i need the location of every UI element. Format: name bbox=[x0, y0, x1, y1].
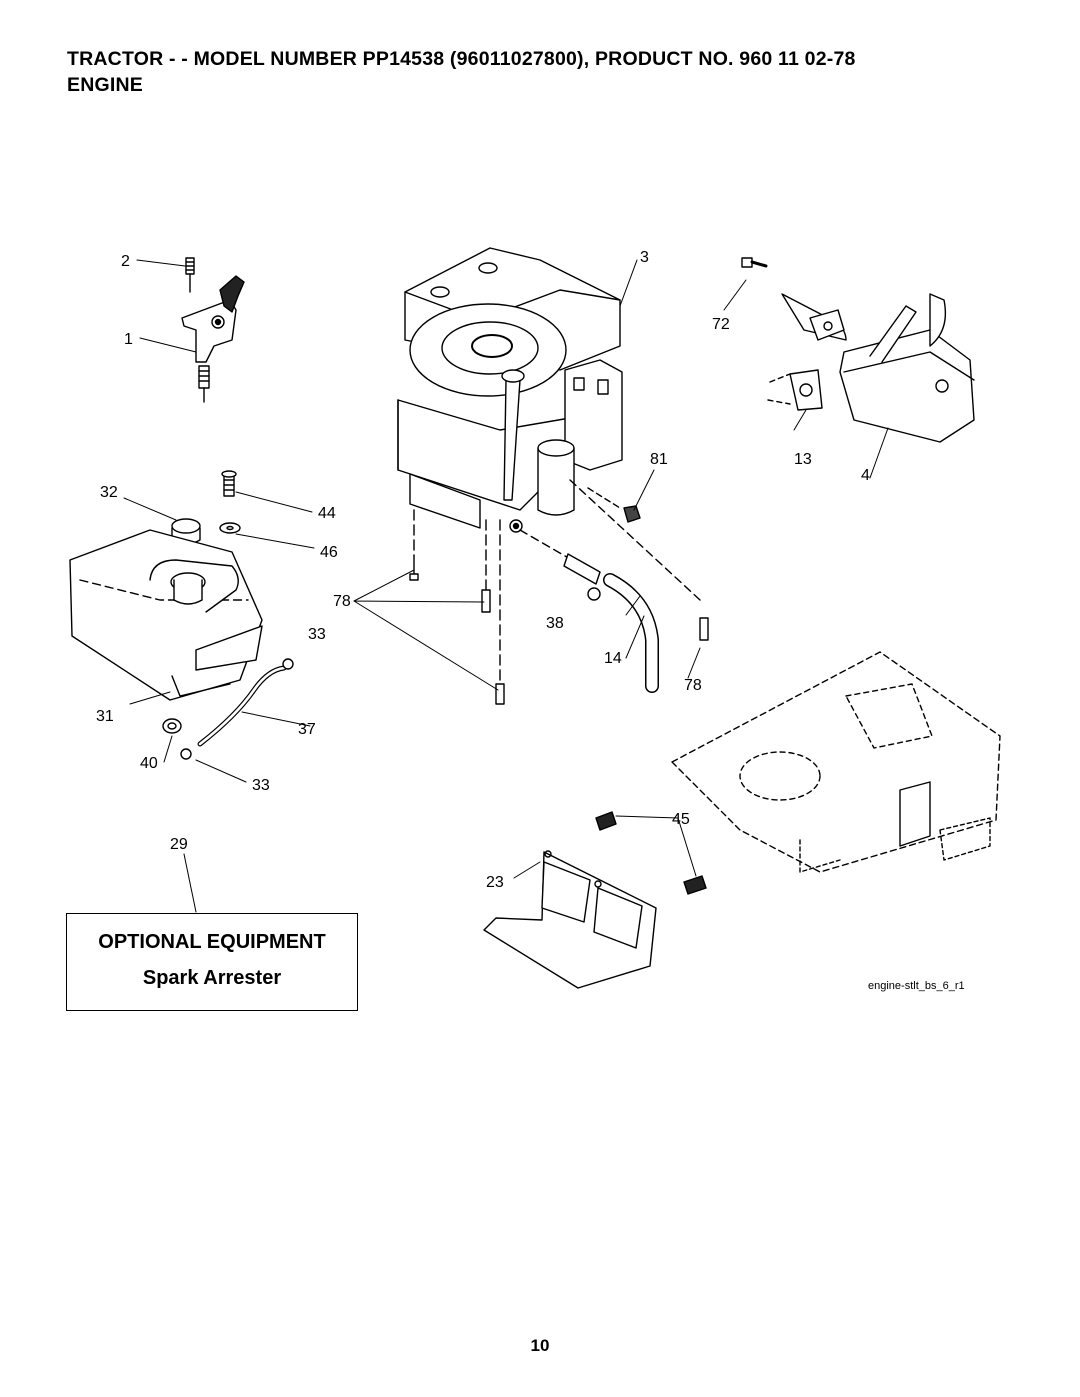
fuel-tank-part bbox=[69, 470, 263, 701]
callout-29: 29 bbox=[170, 836, 188, 853]
callout-33-bottom: 33 bbox=[252, 777, 270, 794]
bolt-part bbox=[409, 479, 709, 705]
engine-part bbox=[397, 247, 623, 533]
callout-78-left: 78 bbox=[333, 593, 351, 610]
tractor-frame-part bbox=[671, 651, 1001, 873]
callout-4: 4 bbox=[861, 467, 870, 484]
callout-38: 38 bbox=[546, 615, 564, 632]
page-number: 10 bbox=[530, 1336, 550, 1355]
callout-72: 72 bbox=[712, 316, 730, 333]
callout-23: 23 bbox=[486, 874, 504, 891]
spark-arrester-label: Spark Arrester bbox=[142, 967, 282, 989]
callout-2: 2 bbox=[121, 253, 130, 270]
callout-31: 31 bbox=[96, 708, 114, 725]
fuel-hose-part bbox=[519, 529, 659, 693]
callout-44: 44 bbox=[318, 505, 336, 522]
title-section-line: ENGINE bbox=[67, 74, 143, 96]
leader-lines bbox=[123, 259, 889, 913]
muffler-part bbox=[741, 257, 975, 443]
callout-46: 46 bbox=[320, 544, 338, 561]
optional-equipment-heading: OPTIONAL EQUIPMENT bbox=[98, 931, 326, 953]
spark-arrester-part bbox=[483, 811, 707, 989]
callout-14: 14 bbox=[604, 650, 622, 667]
callout-40: 40 bbox=[140, 755, 158, 772]
callout-numbers: 2 1 3 72 81 13 4 32 44 46 78 38 33 14 78… bbox=[96, 249, 965, 992]
callout-81: 81 bbox=[650, 451, 668, 468]
title-model-line: TRACTOR - - MODEL NUMBER PP14538 (960110… bbox=[67, 48, 856, 70]
callout-33-top: 33 bbox=[308, 626, 326, 643]
nut-part bbox=[587, 487, 641, 523]
callout-32: 32 bbox=[100, 484, 118, 501]
callout-37: 37 bbox=[298, 721, 316, 738]
callout-13: 13 bbox=[794, 451, 812, 468]
page-title: TRACTOR - - MODEL NUMBER PP14538 (960110… bbox=[67, 46, 1027, 98]
throttle-control-part bbox=[181, 257, 245, 403]
figure-id: engine-stlt_bs_6_r1 bbox=[868, 980, 965, 992]
callout-45: 45 bbox=[672, 811, 690, 828]
fuel-line-part bbox=[162, 658, 294, 760]
callout-1: 1 bbox=[124, 331, 133, 348]
callout-78-right: 78 bbox=[684, 677, 702, 694]
optional-equipment-box: OPTIONAL EQUIPMENT Spark Arrester bbox=[66, 913, 358, 1011]
callout-3: 3 bbox=[640, 249, 649, 266]
